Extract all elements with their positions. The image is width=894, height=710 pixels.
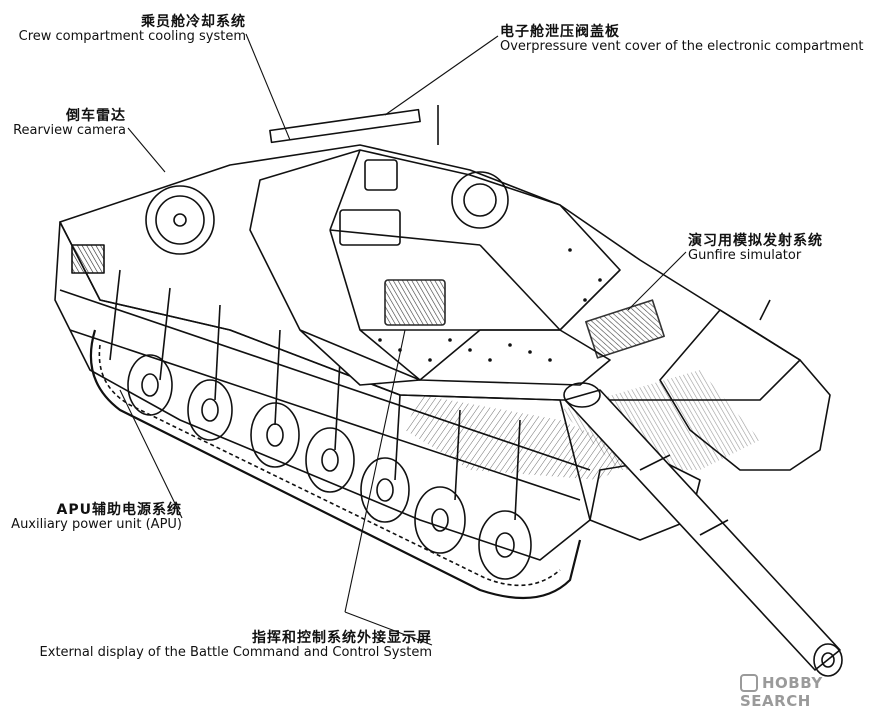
main-gun — [563, 382, 843, 677]
commander-sight — [364, 159, 398, 191]
rivets — [378, 248, 602, 362]
label-external-display: 指挥和控制系统外接显示屏 External display of the Bat… — [0, 630, 432, 661]
label-gunfire-simulator-zh: 演习用模拟发射系统 — [688, 233, 823, 249]
label-crew-cooling-zh: 乘员舱冷却系统 — [141, 14, 246, 30]
gunfire-simulator-block — [585, 299, 665, 359]
label-rearview-camera-zh: 倒车雷达 — [66, 108, 126, 124]
track — [89, 329, 582, 600]
label-vent-cover: 电子舱泄压阀盖板 Overpressure vent cover of the … — [500, 24, 864, 55]
label-crew-cooling: 乘员舱冷却系统 Crew compartment cooling system — [0, 14, 246, 45]
leader-lines — [119, 33, 687, 646]
label-apu: APU辅助电源系统 Auxiliary power unit (APU) — [0, 502, 182, 533]
vent-cover — [269, 108, 421, 144]
watermark: HOBBY SEARCH — [740, 674, 894, 710]
label-external-display-zh: 指挥和控制系统外接显示屏 — [252, 630, 432, 646]
hull-side — [54, 221, 591, 561]
gunner-sight — [384, 279, 446, 326]
label-crew-cooling-en: Crew compartment cooling system — [18, 29, 246, 45]
label-rearview-camera-en: Rearview camera — [13, 123, 126, 139]
hobbysearch-logo-icon — [740, 674, 758, 692]
label-gunfire-simulator: 演习用模拟发射系统 Gunfire simulator — [688, 233, 823, 264]
label-external-display-en: External display of the Battle Command a… — [39, 645, 432, 661]
label-apu-en: Auxiliary power unit (APU) — [11, 517, 182, 533]
label-apu-zh: APU辅助电源系统 — [56, 502, 182, 518]
label-rearview-camera: 倒车雷达 Rearview camera — [0, 108, 126, 139]
turret-hatch — [451, 171, 509, 229]
rear-grille — [71, 244, 105, 274]
label-gunfire-simulator-en: Gunfire simulator — [688, 248, 802, 264]
label-vent-cover-zh: 电子舱泄压阀盖板 — [500, 24, 620, 40]
turret — [249, 149, 621, 386]
label-vent-cover-en: Overpressure vent cover of the electroni… — [500, 39, 864, 55]
hull-front — [659, 309, 831, 471]
turret-shadow — [405, 395, 640, 480]
cooling-fan — [145, 185, 215, 255]
